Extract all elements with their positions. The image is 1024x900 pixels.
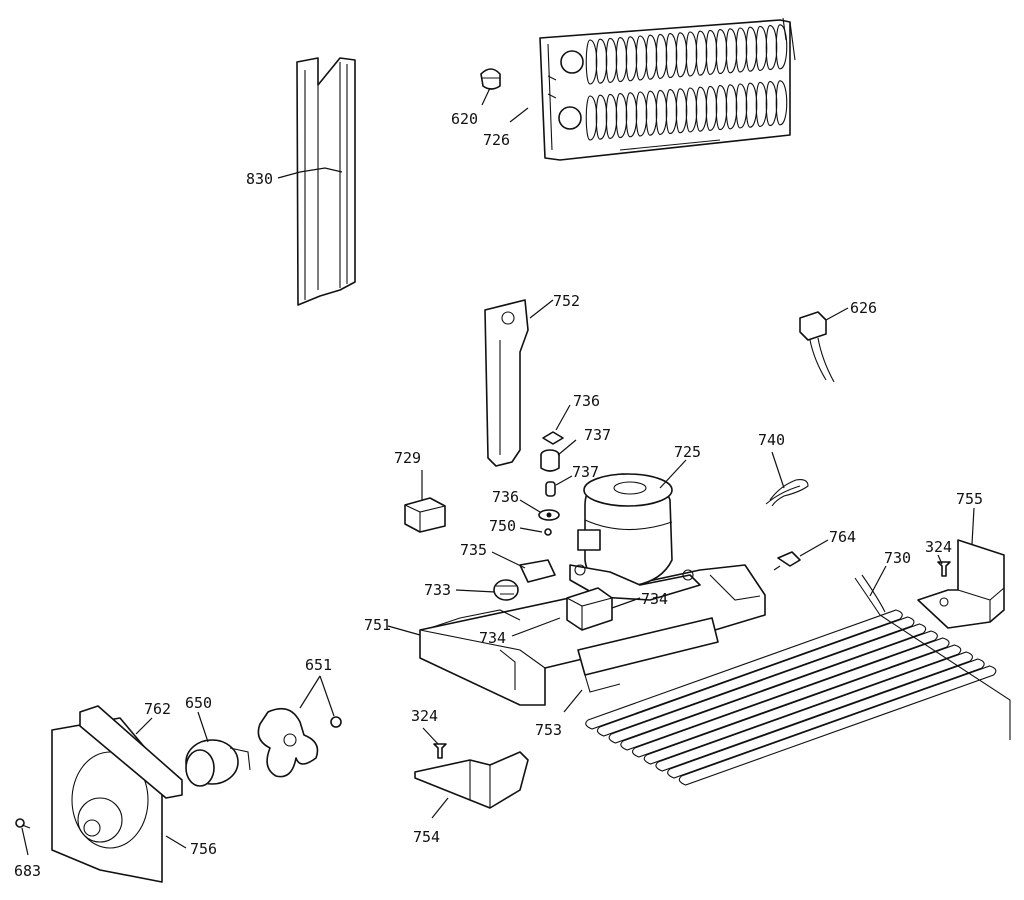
fan-blade-651 (257, 707, 319, 778)
label-750: 750 (489, 517, 516, 535)
label-626: 626 (850, 299, 877, 317)
screw-324-right (937, 561, 951, 577)
bracket-752 (484, 299, 529, 467)
label-762: 762 (144, 700, 171, 718)
label-830: 830 (246, 170, 273, 188)
label-734-left: 734 (479, 629, 506, 647)
label-764: 764 (829, 528, 856, 546)
leader-lines (21, 87, 975, 856)
sleeve-737 (545, 481, 556, 497)
label-726: 726 (483, 131, 510, 149)
callout-labels: 620 726 830 752 626 736 737 737 736 750 … (14, 110, 983, 880)
screw-683 (15, 818, 31, 829)
overload-plug-626 (799, 311, 835, 383)
label-735: 735 (460, 541, 487, 559)
label-729: 729 (394, 449, 421, 467)
label-736-top: 736 (573, 392, 600, 410)
label-751: 751 (364, 616, 391, 634)
label-737-bottom: 737 (572, 463, 599, 481)
clip-764 (773, 551, 801, 571)
label-734-right: 734 (641, 590, 668, 608)
label-324-right: 324 (925, 538, 952, 556)
washer-736 (538, 509, 560, 521)
label-737-top: 737 (584, 426, 611, 444)
nut-651 (330, 716, 342, 728)
compressor-725 (569, 473, 701, 601)
screw-324-bottom (433, 743, 447, 759)
label-683: 683 (14, 862, 41, 880)
label-733: 733 (424, 581, 451, 599)
label-730: 730 (884, 549, 911, 567)
relay-729 (404, 497, 446, 533)
rail-753 (577, 617, 719, 693)
clip-750 (544, 528, 552, 536)
channel-830 (296, 57, 356, 306)
label-755: 755 (956, 490, 983, 508)
grommet-737-top (540, 449, 560, 472)
label-754: 754 (413, 828, 440, 846)
label-725: 725 (674, 443, 701, 461)
label-753: 753 (535, 721, 562, 739)
clip-735 (519, 559, 556, 583)
bracket-755 (917, 539, 1005, 629)
label-736-bottom: 736 (492, 488, 519, 506)
condenser-coil-726 (539, 17, 796, 161)
label-752: 752 (553, 292, 580, 310)
label-620: 620 (451, 110, 478, 128)
label-650: 650 (185, 694, 212, 712)
label-651: 651 (305, 656, 332, 674)
strip-762 (79, 705, 183, 799)
label-740: 740 (758, 431, 785, 449)
fan-motor-650 (185, 739, 251, 787)
spring-clip-740 (765, 479, 809, 507)
evaporator-grid-730 (585, 574, 1011, 786)
terminal-box-734 (566, 587, 613, 631)
label-756: 756 (190, 840, 217, 858)
block-754 (414, 751, 529, 809)
grommet-736-top (542, 431, 564, 445)
grommet-620 (480, 68, 501, 90)
capacitor-733 (493, 579, 519, 601)
label-324-bottom: 324 (411, 707, 438, 725)
